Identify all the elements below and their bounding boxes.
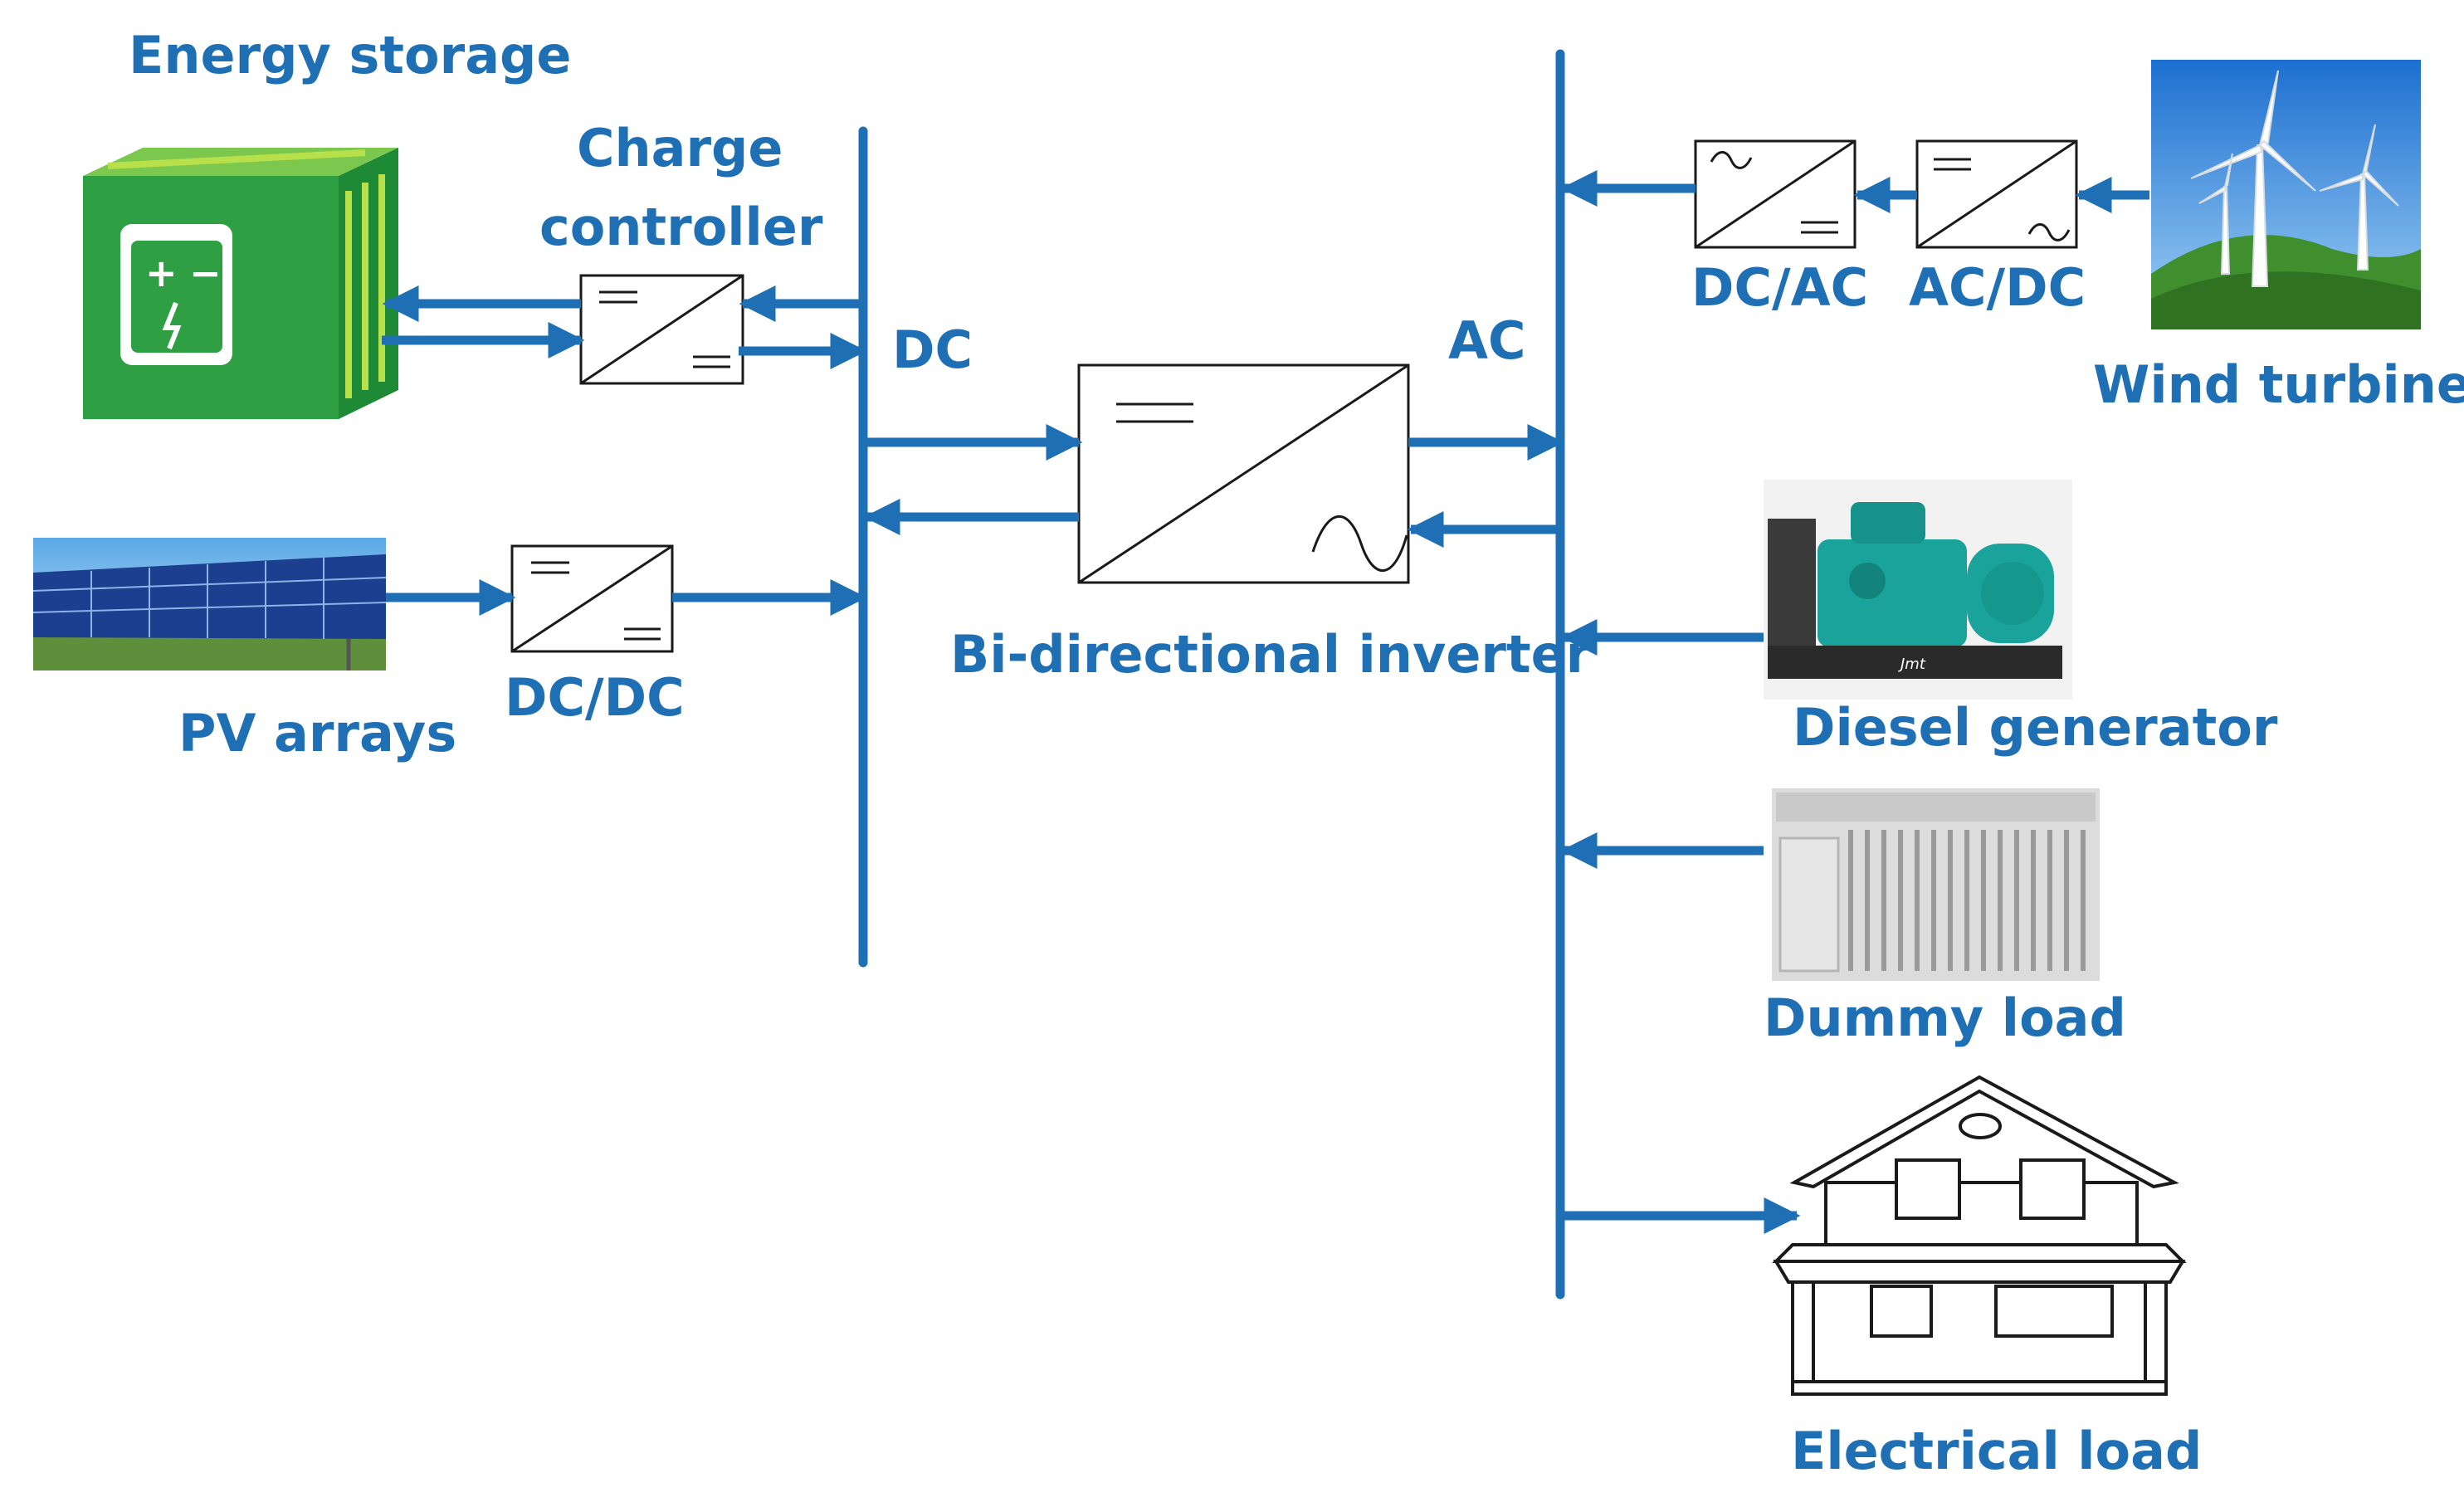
svg-text:−: −: [189, 251, 222, 295]
bidirectional-inverter: [1077, 363, 1410, 584]
dummy-load-label: Dummy load: [1764, 988, 2126, 1048]
diesel-generator-label: Diesel generator: [1793, 697, 2278, 758]
inverter-label: Bi-directional inverter: [950, 624, 1592, 685]
wind-turbine-image: [2151, 60, 2421, 329]
wind-dcac-label: DC/AC: [1691, 257, 1868, 318]
charge-controller-label-line2: controller: [539, 197, 823, 257]
charge-controller-converter: [579, 274, 744, 385]
energy-storage-image: + −: [83, 148, 398, 419]
pv-arrays-label: PV arrays: [178, 703, 456, 763]
wind-acdc-converter: [1915, 139, 2078, 249]
energy-storage-label: Energy storage: [129, 25, 571, 85]
wind-turbine-label: Wind turbine: [2093, 354, 2464, 415]
svg-text:+: +: [145, 251, 178, 295]
charge-controller-label-line1: Charge: [577, 118, 783, 178]
pv-arrays-image: [32, 538, 387, 671]
ac-bus-label: AC: [1448, 310, 1525, 371]
diesel-generator-image: Jmt: [1764, 480, 2072, 700]
electrical-load-label: Electrical load: [1791, 1421, 2202, 1481]
electrical-load-house-image: [1772, 1075, 2187, 1396]
svg-text:Jmt: Jmt: [1898, 656, 1926, 673]
pv-dcdc-label: DC/DC: [505, 667, 685, 728]
wind-acdc-label: AC/DC: [1909, 257, 2086, 318]
pv-dcdc-converter: [510, 544, 674, 653]
wind-dcac-converter: [1694, 139, 1857, 249]
dummy-load-image: [1772, 788, 2100, 981]
dc-bus-label: DC: [892, 319, 973, 380]
